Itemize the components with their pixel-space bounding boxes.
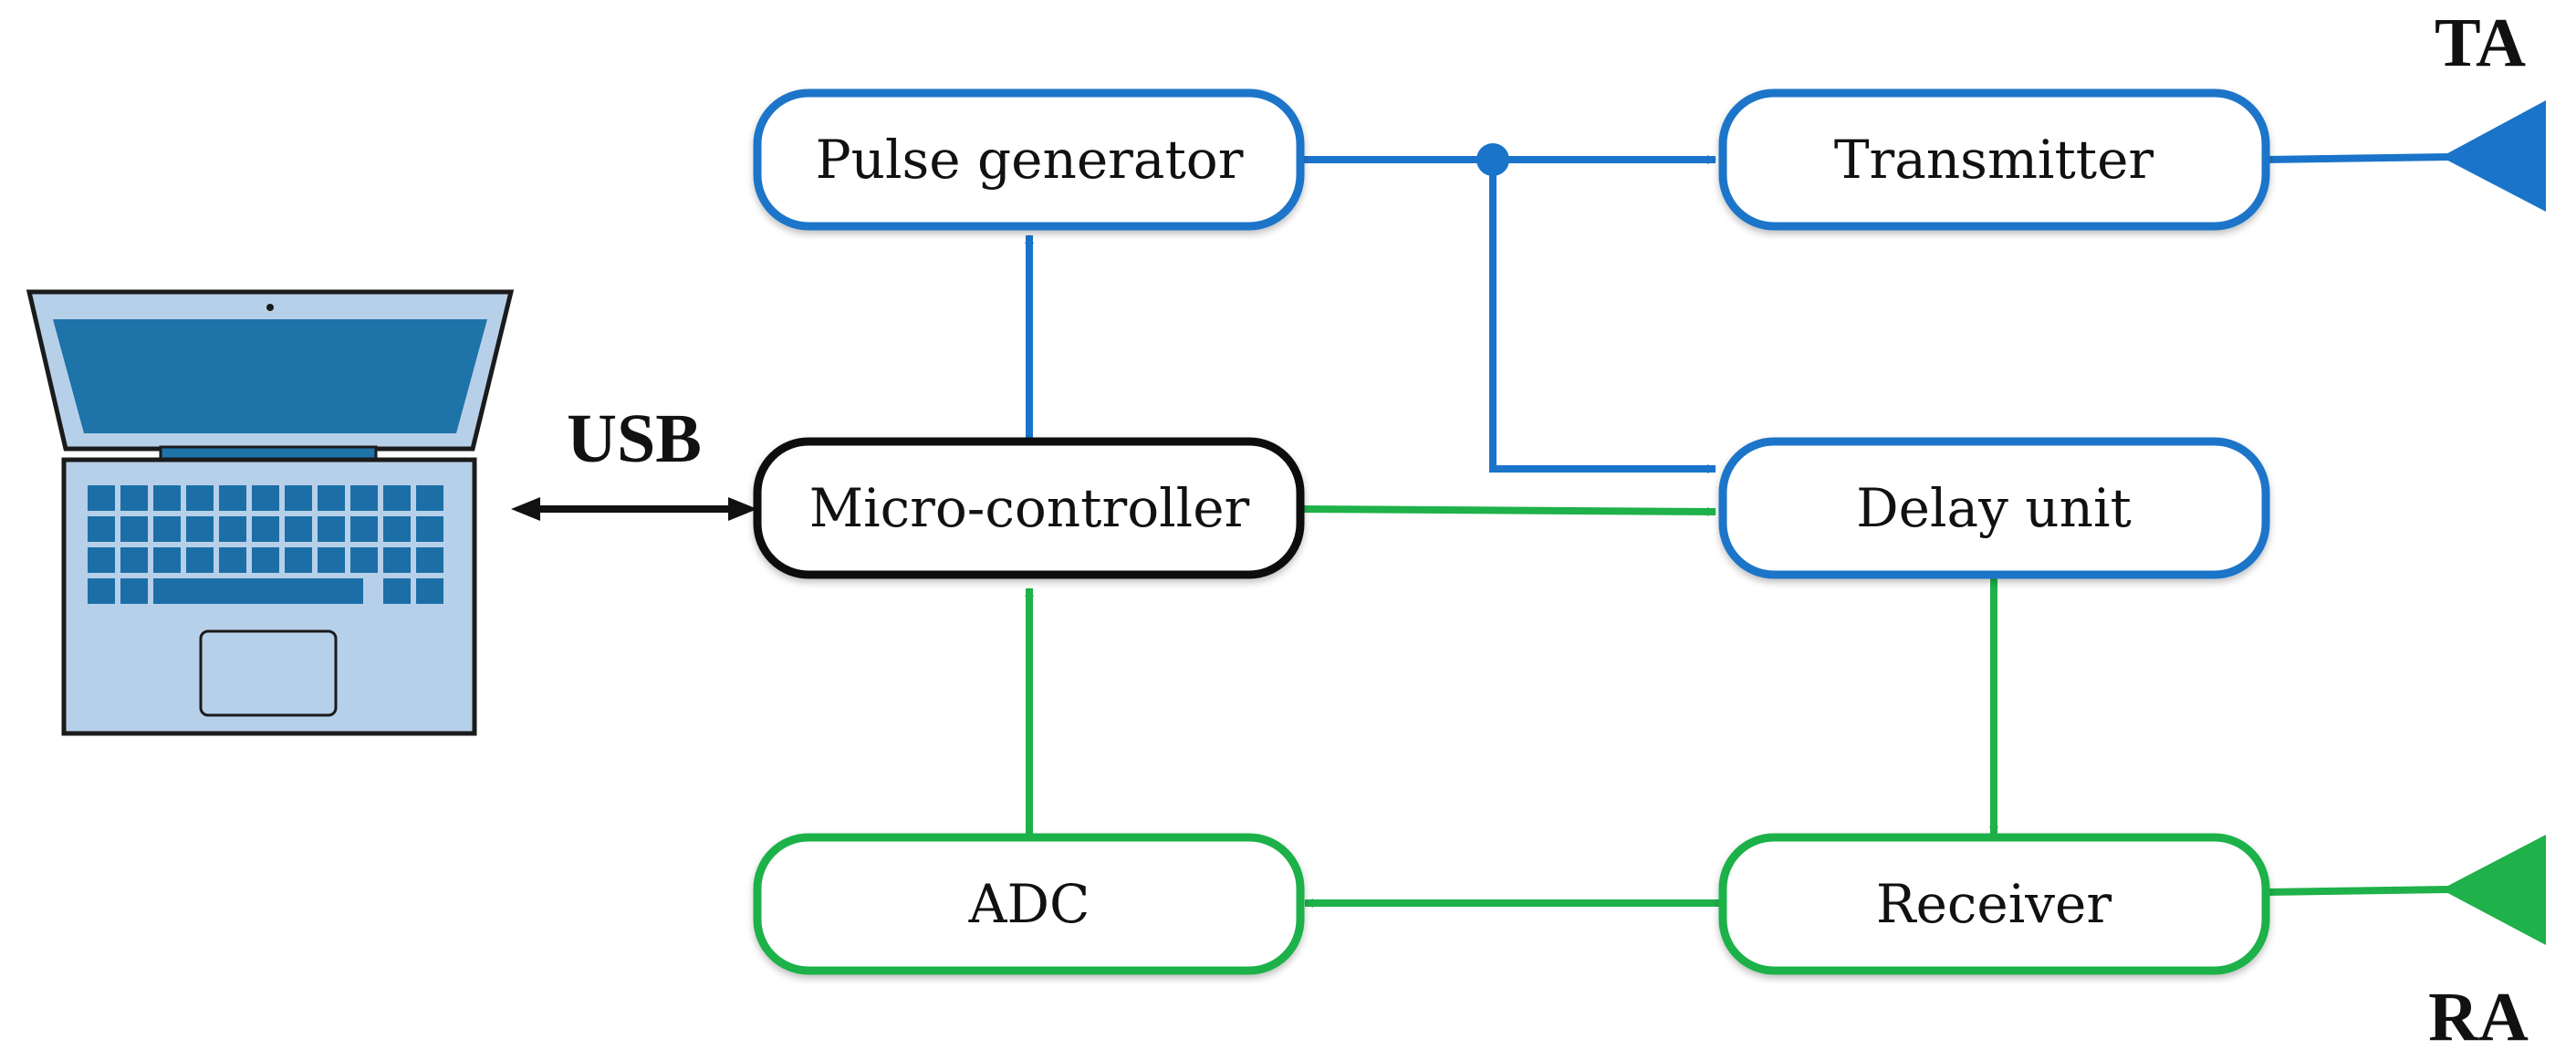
receive-path [1025, 505, 2451, 908]
split-to-delay-arrow [1489, 160, 1716, 473]
antenna-icon [2441, 835, 2546, 945]
transmitter-to-antenna [2265, 153, 2451, 163]
transmitter-block: Transmitter [1718, 88, 2270, 231]
transmitter-label: Transmitter [1834, 129, 2154, 191]
receiver-label: Receiver [1876, 873, 2112, 935]
laptop-icon [26, 289, 515, 736]
micro-controller-label: Micro-controller [809, 477, 1250, 539]
mcu-to-delay-arrow [1299, 505, 1716, 516]
antenna-to-receiver [2265, 886, 2451, 896]
delay-unit-block: Delay unit [1718, 437, 2270, 579]
junction-dot [1476, 143, 1509, 176]
ra-label: RA [2428, 979, 2529, 1055]
touchpad [199, 629, 338, 717]
delay-unit-label: Delay unit [1856, 477, 2132, 539]
antenna-icon [2441, 100, 2546, 212]
ta-label: TA [2435, 5, 2526, 81]
pulse-generator-label: Pulse generator [816, 129, 1244, 191]
adc-block: ADC [753, 833, 1305, 975]
usb-link: USB [511, 400, 757, 521]
transmit-antenna: TA [2435, 5, 2546, 212]
keyboard [88, 485, 443, 604]
usb-label: USB [567, 400, 702, 477]
micro-controller-block: Micro-controller [753, 437, 1305, 579]
receive-antenna: RA [2428, 835, 2546, 1055]
adc-label: ADC [968, 873, 1090, 935]
pulse-generator-block: Pulse generator [753, 88, 1305, 231]
receiver-block: Receiver [1718, 833, 2270, 975]
